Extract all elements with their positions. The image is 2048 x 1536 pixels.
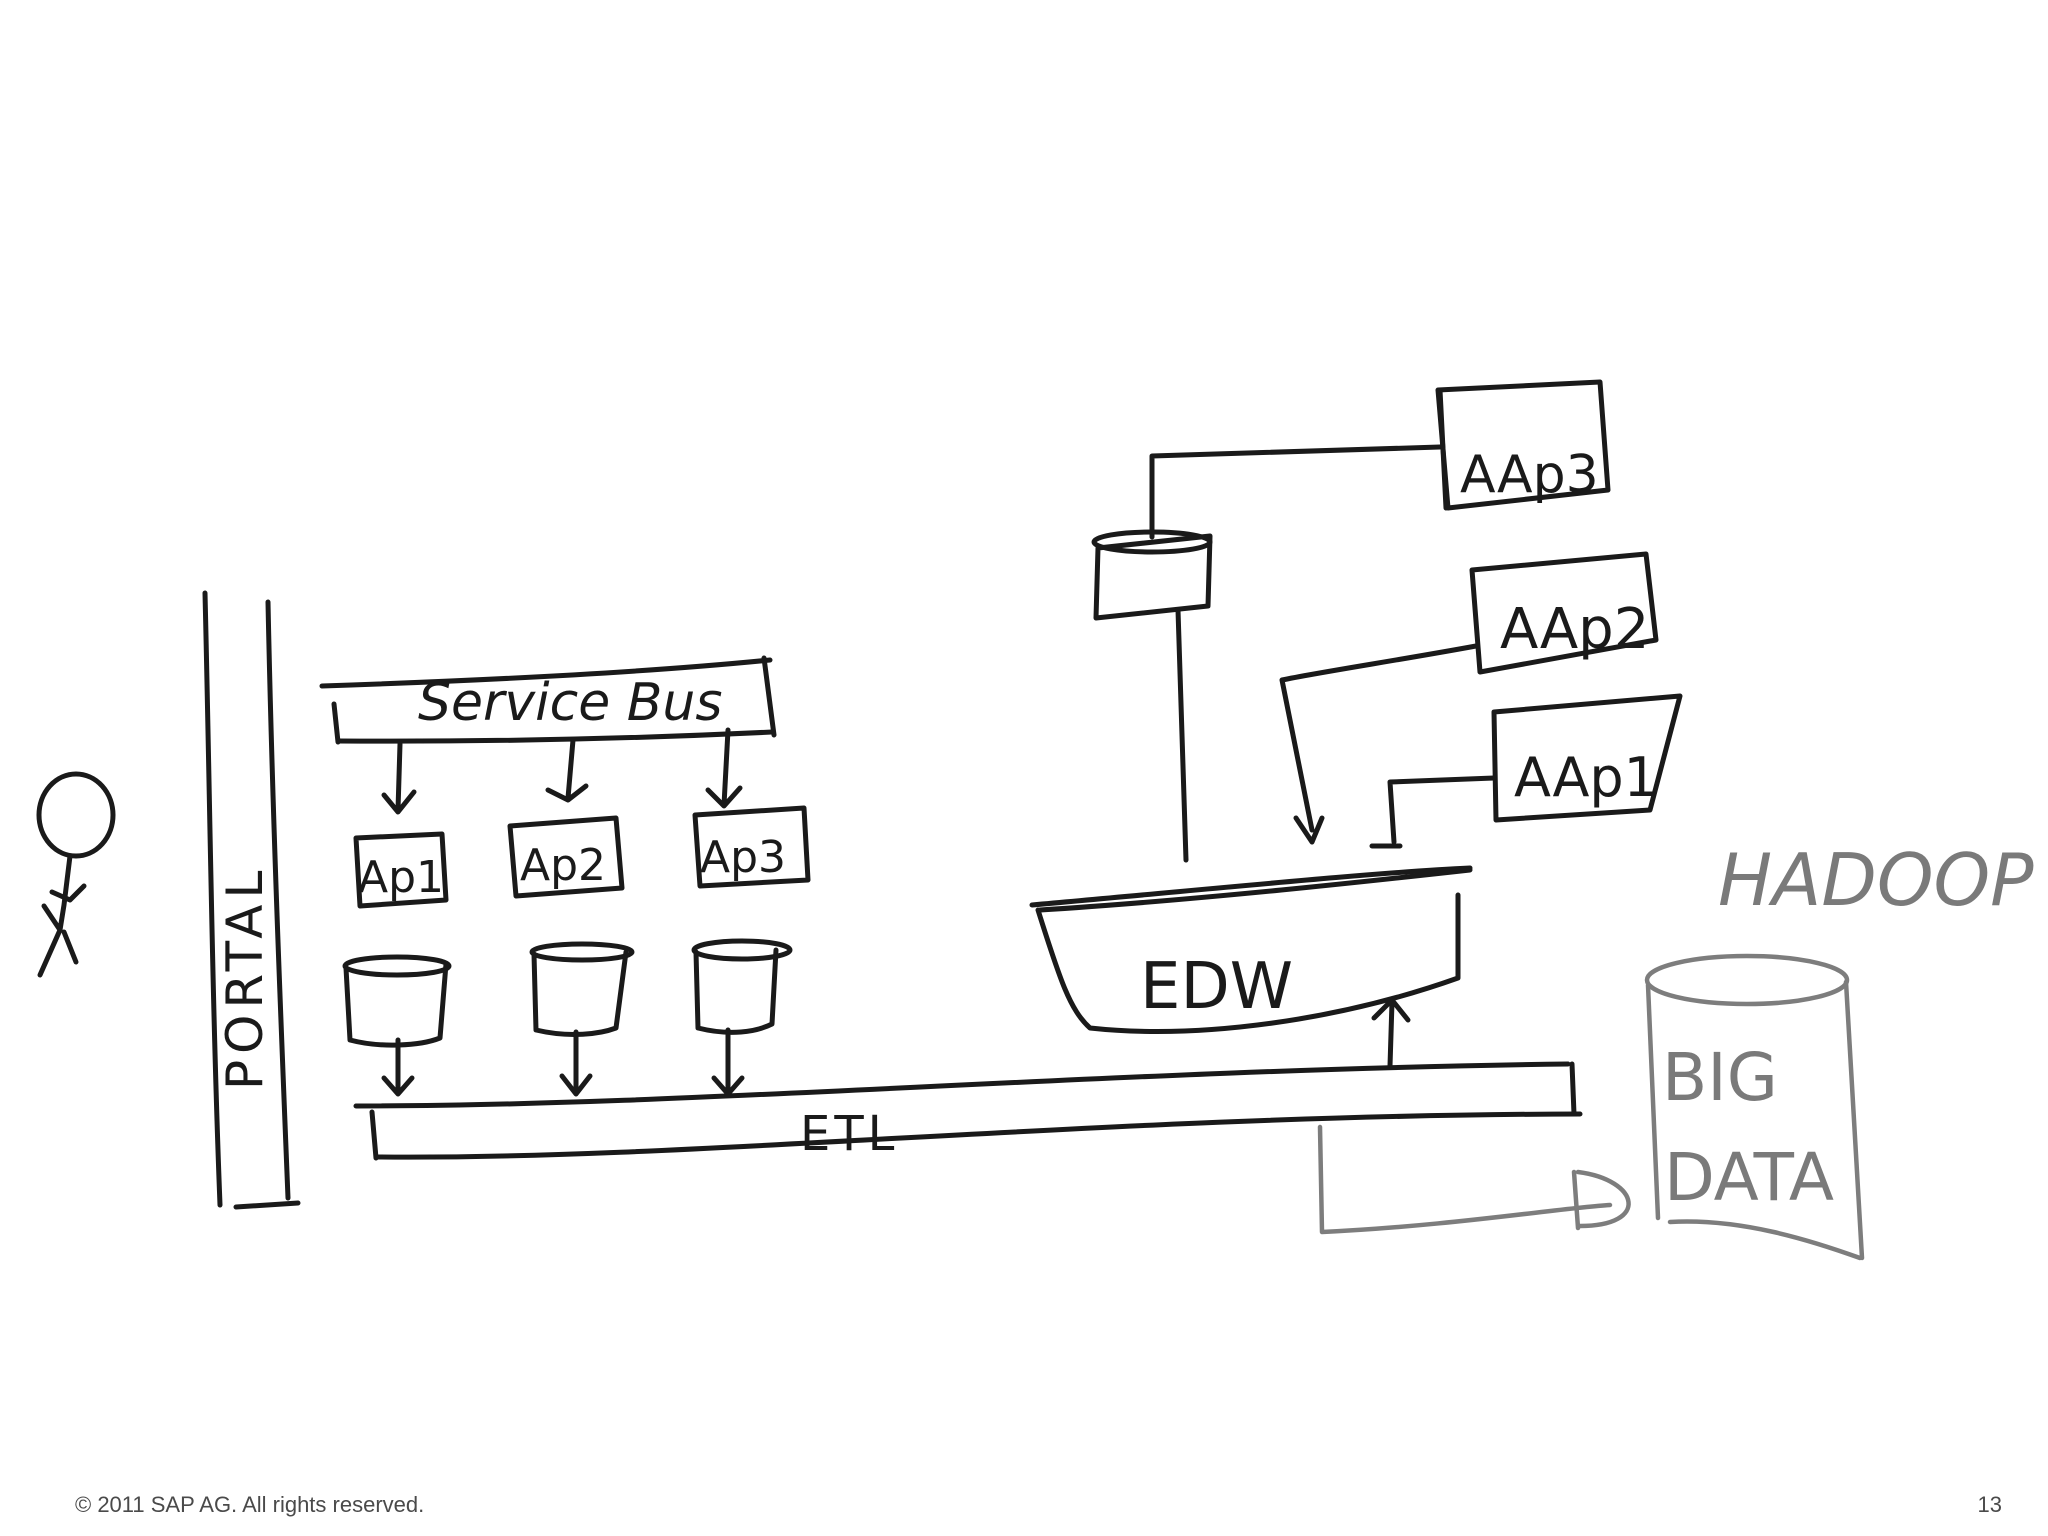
staging-database xyxy=(1091,444,1443,863)
page-number: 13 xyxy=(1977,1492,2002,1517)
hadoop-big-data: HADOOP BIG DATA xyxy=(1317,838,2034,1261)
etl-bar: ETL xyxy=(353,997,1583,1162)
big-data-line-1: BIG xyxy=(1662,1039,1778,1116)
app-box-3-label: Ap3 xyxy=(700,832,786,883)
app-box-1-label: Ap1 xyxy=(358,852,444,903)
portal-label: PORTAL xyxy=(216,865,274,1090)
service-bus-label: Service Bus xyxy=(418,673,722,733)
big-data-line-2: DATA xyxy=(1664,1139,1834,1216)
right-app-3-label: AAp3 xyxy=(1460,445,1599,505)
edw-label: EDW xyxy=(1140,950,1293,1024)
user-stick-figure xyxy=(36,771,116,978)
edw-store: EDW xyxy=(1029,865,1473,1034)
etl-label: ETL xyxy=(800,1106,898,1162)
right-app-boxes: AAp3 AAp2 AAp1 xyxy=(1279,379,1683,849)
right-app-2-label: AAp2 xyxy=(1500,597,1649,662)
copyright-notice: © 2011 SAP AG. All rights reserved. xyxy=(75,1492,425,1517)
app-box-2-label: Ap2 xyxy=(520,840,606,891)
left-app-boxes: Ap1 Ap2 Ap3 xyxy=(353,805,811,909)
left-databases xyxy=(342,938,793,1097)
portal-column: PORTAL xyxy=(202,590,301,1210)
right-app-1-label: AAp1 xyxy=(1514,746,1658,809)
service-bus: Service Bus xyxy=(319,655,777,815)
hadoop-label: HADOOP xyxy=(1718,838,2034,922)
